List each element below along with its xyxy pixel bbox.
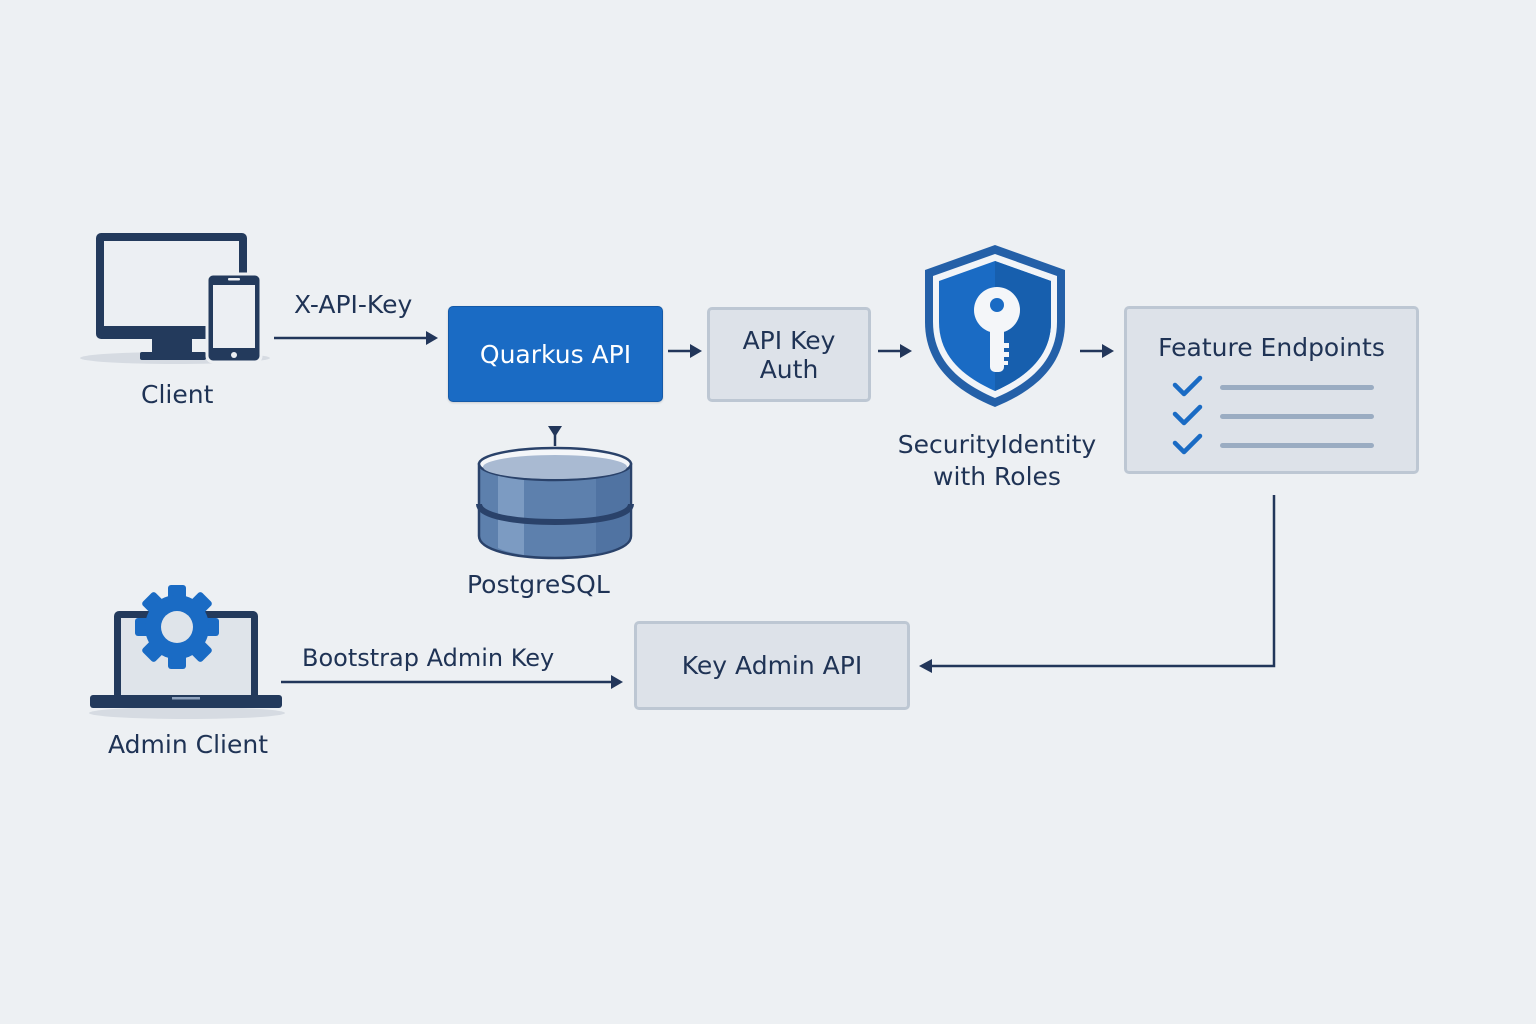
laptop-gear-icon (89, 585, 285, 719)
api-key-auth-label-line2: Auth (759, 354, 819, 384)
arrowhead-icon (690, 344, 702, 358)
admin-client-node[interactable] (88, 585, 288, 729)
key-admin-api-box[interactable]: Key Admin API (634, 621, 910, 710)
checkmark-icon (1172, 375, 1203, 397)
security-identity-node[interactable] (920, 242, 1070, 416)
security-identity-label-line2: with Roles (933, 462, 1061, 491)
edge-client-to-quarkus (274, 331, 438, 345)
quarkus-api-box[interactable]: Quarkus API (448, 306, 663, 402)
list-line (1220, 414, 1374, 419)
client-node[interactable] (80, 228, 270, 372)
edge-admin-to-key-admin (281, 675, 623, 689)
edge-label-bootstrap-admin-key: Bootstrap Admin Key (302, 644, 555, 672)
edge-quarkus-to-postgres (548, 426, 562, 446)
api-key-auth-box[interactable]: API Key Auth (707, 307, 871, 402)
edge-label-x-api-key: X-API-Key (294, 290, 413, 319)
gear-icon (135, 585, 219, 669)
arrowhead-icon (426, 331, 438, 345)
edge-auth-to-identity (878, 344, 912, 358)
arrowhead-icon (1102, 344, 1114, 358)
arrowhead-icon (611, 675, 623, 689)
edge-features-to-key-admin (919, 495, 1276, 673)
list-line (1220, 385, 1374, 390)
list-line (1220, 443, 1374, 448)
feature-endpoints-box[interactable]: Feature Endpoints (1124, 306, 1419, 474)
postgresql-node[interactable] (476, 444, 636, 566)
api-key-auth-label-line1: API Key (742, 325, 836, 355)
arrowhead-icon (900, 344, 912, 358)
edge-quarkus-to-auth (668, 344, 702, 358)
feature-endpoints-label: Feature Endpoints (1158, 333, 1385, 362)
checkmark-icon (1172, 404, 1203, 426)
shield-key-icon (925, 245, 1065, 407)
postgresql-label: PostgreSQL (467, 570, 610, 599)
edge-identity-to-features (1080, 344, 1114, 358)
checklist-icon (1172, 375, 1374, 455)
quarkus-api-label: Quarkus API (479, 339, 632, 369)
arrowhead-icon (919, 659, 932, 673)
checkmark-icon (1172, 433, 1203, 455)
admin-client-label: Admin Client (108, 730, 268, 759)
desktop-and-phone-icon (80, 233, 270, 364)
security-identity-label-line1: SecurityIdentity (897, 430, 1097, 459)
database-icon (476, 446, 634, 560)
key-admin-api-label: Key Admin API (681, 651, 863, 680)
arrowhead-icon (548, 426, 562, 437)
client-label: Client (141, 380, 214, 409)
